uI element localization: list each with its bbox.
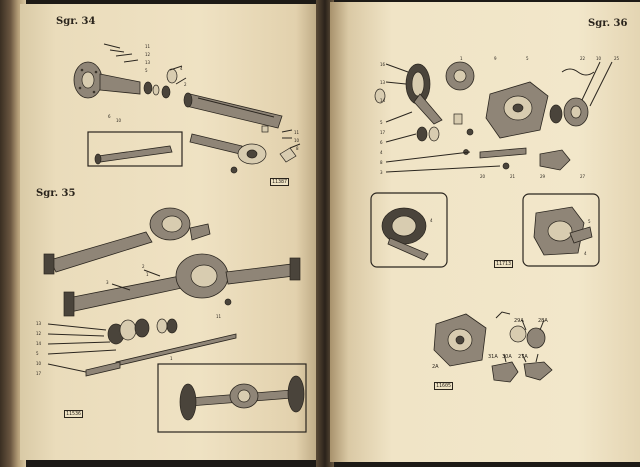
- svg-text:2: 2: [184, 82, 187, 87]
- inset-box-axle-shaft: [87, 131, 183, 167]
- section-label-sgr-34: Sgr. 34: [56, 16, 96, 27]
- svg-text:11: 11: [294, 130, 300, 135]
- svg-text:8: 8: [296, 146, 299, 151]
- figure-code-36: 11713: [494, 260, 514, 268]
- svg-text:10: 10: [36, 361, 42, 366]
- svg-text:6: 6: [108, 114, 111, 119]
- svg-text:4: 4: [180, 66, 183, 71]
- axle-shaft-long: [85, 333, 237, 377]
- svg-text:12: 12: [145, 52, 151, 57]
- svg-text:6: 6: [380, 140, 383, 145]
- svg-text:4: 4: [584, 251, 587, 256]
- svg-text:5: 5: [145, 68, 148, 73]
- svg-text:2: 2: [142, 264, 145, 269]
- inset-carrier-housing-box: 54: [522, 193, 600, 267]
- figure-code-36b: 11605: [434, 382, 454, 390]
- exploded-diagram-housing-parts: [433, 311, 553, 383]
- svg-text:12: 12: [36, 331, 42, 336]
- svg-text:13: 13: [145, 60, 151, 65]
- svg-text:14: 14: [380, 98, 386, 103]
- leader-lines-36: [385, 61, 613, 173]
- svg-text:10: 10: [294, 138, 300, 143]
- svg-text:3: 3: [106, 280, 109, 285]
- side-bearing-and-flange: [539, 68, 595, 171]
- svg-text:17: 17: [36, 371, 42, 376]
- svg-text:5: 5: [588, 219, 591, 224]
- svg-text:27: 27: [580, 174, 586, 179]
- bearings-and-seals: [107, 298, 232, 345]
- bearing-cups: [143, 68, 178, 99]
- svg-text:13: 13: [380, 80, 386, 85]
- svg-text:5: 5: [36, 351, 39, 356]
- svg-text:4: 4: [430, 218, 433, 223]
- figure-code-34: 11387: [270, 178, 290, 186]
- exploded-diagram-differential: 16 13 14 5 17 6 4 8 3 1 9 5 22 10 25 20 21 29 27: [374, 56, 620, 179]
- svg-text:13: 13: [36, 321, 42, 326]
- svg-text:22: 22: [580, 56, 586, 61]
- leader-lines: [103, 43, 301, 149]
- differential-carrier: [445, 61, 549, 139]
- svg-text:4: 4: [380, 150, 383, 155]
- svg-text:5: 5: [526, 56, 529, 61]
- svg-text:8: 8: [380, 160, 383, 165]
- svg-text:14: 14: [36, 341, 42, 346]
- figure-code-35: 11536: [64, 410, 84, 418]
- svg-text:11: 11: [145, 44, 151, 49]
- svg-text:1: 1: [146, 272, 149, 277]
- left-page: Sgr. 34: [20, 4, 320, 460]
- svg-text:5: 5: [380, 120, 383, 125]
- svg-text:3: 3: [380, 170, 383, 175]
- ring-gear-and-pinion: [374, 63, 443, 125]
- inset-box-rear-axle-assembly: [157, 363, 307, 433]
- svg-text:11: 11: [216, 314, 222, 319]
- svg-text:16: 16: [380, 62, 386, 67]
- hub-flange: [73, 61, 141, 99]
- svg-text:21: 21: [510, 174, 516, 179]
- book-spine: [316, 0, 334, 467]
- svg-text:10: 10: [596, 56, 602, 61]
- section-label-sgr-35: Sgr. 35: [36, 188, 76, 199]
- inset-ring-gear-box: 4: [370, 192, 448, 268]
- svg-text:17: 17: [380, 130, 386, 135]
- svg-text:10: 10: [116, 118, 122, 123]
- exploded-diagram-hub-shaft: 11 12 13 5 4 2 11 10 8 6 10: [73, 43, 301, 174]
- section-label-sgr-36: Sgr. 36: [588, 18, 628, 29]
- svg-text:1: 1: [460, 56, 463, 61]
- leader-lines-35: [47, 269, 161, 373]
- right-page: Sgr. 36: [330, 2, 640, 462]
- axle-housing-upper: [43, 207, 211, 275]
- svg-text:20: 20: [480, 174, 486, 179]
- svg-text:25: 25: [614, 56, 620, 61]
- svg-text:1: 1: [170, 356, 173, 361]
- propeller-shaft: [183, 92, 283, 129]
- axle-housing-lower: [63, 253, 301, 317]
- svg-text:29: 29: [540, 174, 546, 179]
- svg-text:9: 9: [494, 56, 497, 61]
- shaft-yoke-lower: [189, 125, 297, 174]
